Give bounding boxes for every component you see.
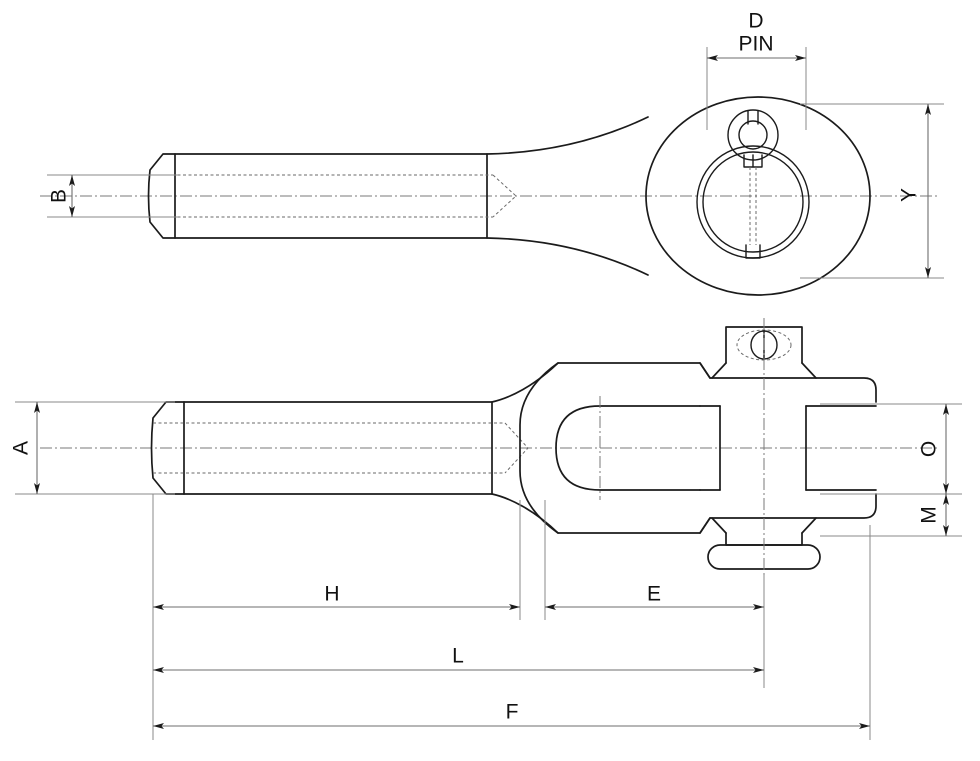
bottom-shank-bore-tip-hidden bbox=[504, 422, 529, 474]
dimension-y: Y bbox=[800, 103, 944, 279]
dim-label-m: M bbox=[918, 506, 941, 524]
dim-label-e: E bbox=[647, 583, 661, 606]
dim-label-y: Y bbox=[898, 188, 921, 202]
dim-label-l: L bbox=[452, 645, 464, 668]
bottom-extension-lines bbox=[152, 494, 871, 740]
top-view-group: D PIN B Y bbox=[40, 10, 944, 296]
dimension-l: L bbox=[153, 645, 764, 673]
top-view-eye-body bbox=[645, 96, 871, 296]
dimension-h: H bbox=[153, 583, 520, 610]
dim-label-b: B bbox=[48, 189, 71, 203]
shank-bore-tip-hidden bbox=[492, 174, 517, 218]
dimension-a: A bbox=[10, 401, 175, 495]
top-view-split-ring bbox=[727, 109, 779, 168]
dimension-b: B bbox=[47, 174, 178, 218]
dim-label-pin: PIN bbox=[738, 33, 773, 56]
dimension-d-pin: D PIN bbox=[706, 10, 807, 130]
dim-label-f: F bbox=[506, 701, 519, 724]
dim-label-a: A bbox=[10, 441, 33, 455]
bottom-view-group: A O M bbox=[10, 318, 962, 740]
top-view-shank bbox=[147, 153, 517, 239]
bottom-view-fork-body bbox=[491, 362, 877, 534]
dim-label-d: D bbox=[748, 10, 763, 33]
bottom-view-shank bbox=[150, 401, 529, 495]
dimension-o: O bbox=[820, 403, 962, 495]
top-view-neck bbox=[486, 116, 649, 276]
dim-label-h: H bbox=[324, 583, 339, 606]
dimension-e: E bbox=[545, 583, 764, 610]
top-view-cotter-pin-tail bbox=[745, 167, 761, 259]
dim-label-o: O bbox=[918, 441, 941, 457]
dimension-m: M bbox=[820, 494, 962, 537]
dimension-f: F bbox=[153, 701, 870, 729]
